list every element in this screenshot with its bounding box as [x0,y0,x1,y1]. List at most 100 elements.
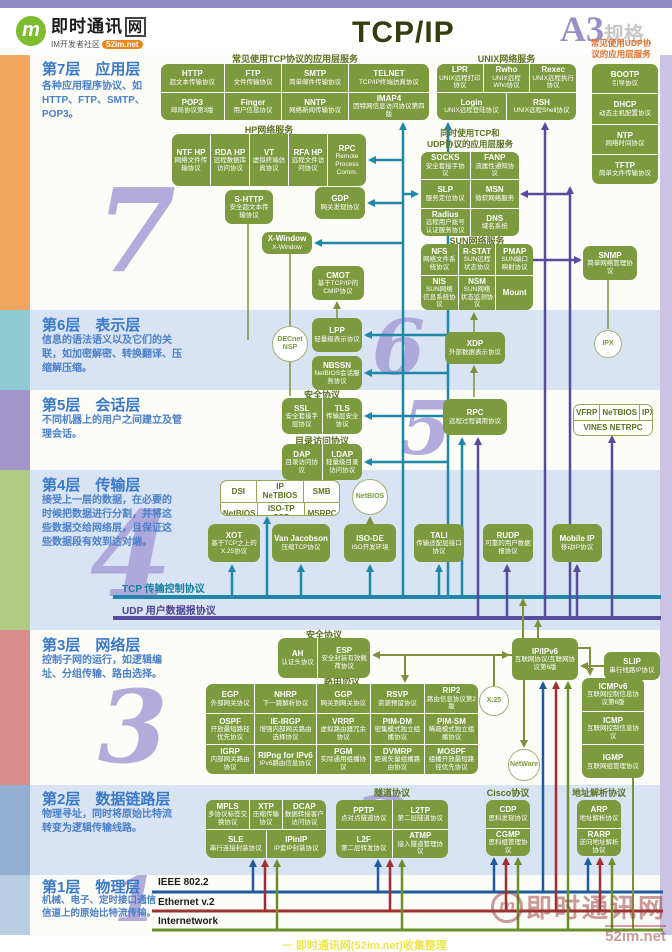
protocol-title: FANP [484,153,506,163]
udp-services-note: 常见使用UDP协 议的应用层服务 [582,38,660,60]
protocol-title: NetBIOS [223,508,256,516]
site-logo: m 即时通讯网 IM开发者社区 52im.net [16,12,146,50]
protocol-subtitle: 下一跳解析协议 [262,699,309,707]
protocol-title: MSN [485,185,504,195]
protocol-title: EGP [221,690,239,700]
layer-band-7 [0,55,30,310]
protocol-subtitle: 压缩传输协议 [253,811,279,826]
protocol-title: XTP [258,801,274,811]
protocol-subtitle: 网络时间协议 [605,140,645,148]
layer1-desc: 机械、电子、定时接口通信信道上的原始比特流传输。 [42,895,157,920]
protocol-title: SLIP [623,657,641,667]
protocol-smb: SMB [303,481,339,502]
protocol-title: XOT [225,530,243,540]
protocol-subtitle: 互联网协议/互联网协议第6版 [514,656,576,671]
protocol-subtitle: 互联网控制信息协议 [587,725,639,740]
protocol-title: IGRP [220,746,240,756]
protocol-subtitle: 引导协议 [612,79,638,87]
layer2-title: 第2层 数据链路层 [42,791,171,808]
protocol-title: IP/IPv6 [531,646,559,656]
protocol-subtitle: UNIX远程执行协议 [532,74,574,90]
protocol-title: NeTBIOS [602,407,638,417]
protocol-title: Login [460,97,483,107]
protocol-subtitle: 增强内部网关路由选择协议 [259,726,312,741]
protocol-title: PGM [334,746,353,756]
protocol-row: VINES NETRPC [574,419,652,436]
protocol-title: TFTP [615,160,635,170]
protocol-title: VFRP [576,407,598,417]
protocol-title: ICMP [603,715,623,725]
heading-routing: 路由协议 [323,676,360,686]
protocol-subtitle: 认证头协议 [281,658,314,666]
protocol-title: PIM-SM [437,716,466,726]
layer5-title: 第5层 会话层 [42,397,141,414]
layer-band-3 [0,630,30,785]
logo-subtitle: IM开发者社区 52im.net [51,39,146,50]
protocol-iso-tp-ssp: ISO-TP SSP [257,502,304,515]
footer-copyright: © 2016 资料来自网络, 版权归原作者所有 [72,940,279,952]
protocol-title: R-STAT [462,246,492,256]
logo-title-main: 即时通讯 [51,17,123,36]
protocol-subtitle: UNIX远程打印协议 [439,74,481,90]
logo-title-box: 网 [125,17,146,37]
layer-band-5 [0,390,30,470]
protocol-title: NNTP [304,97,326,107]
protocol-circle-netware: NetWare [508,749,540,781]
protocol-subtitle: 简单文件传输协议 [599,170,651,178]
protocol-netbios: NetBIOS [221,503,257,516]
protocol-subtitle: 外部网关协议 [210,699,250,707]
heading-tcp-app-services: 常见使用TCP协议的应用层服务 [231,54,358,64]
udp-note-line2: 议的应用层服务 [591,49,651,60]
heading-unix-services: UNIX网络服务 [477,54,536,64]
protocol-subtitle: ISO开发环境 [351,543,389,551]
protocol-title: SMB [312,486,331,496]
protocol-title: ISO-DE [356,534,384,544]
protocol-title: OSPF [219,716,241,726]
protocol-title: RSH [533,97,550,107]
protocol-subtitle: 逆向地址解析协议 [579,839,619,854]
protocol-subtitle: 可靠的用户数据报协议 [485,540,531,555]
protocol-title: CMOT [326,270,350,280]
protocol-subtitle: 基于TCP/IP的CMIP协议 [317,280,359,295]
heading-tcp-udp-line2: UDP协议的应用层服务 [427,138,513,149]
protocol-subtitle: 安全封装有效载荷协议 [321,655,367,670]
protocol-subtitle: 接入隧道管理协议 [397,840,444,856]
protocol-subtitle: 流属性通知协议 [475,162,515,178]
